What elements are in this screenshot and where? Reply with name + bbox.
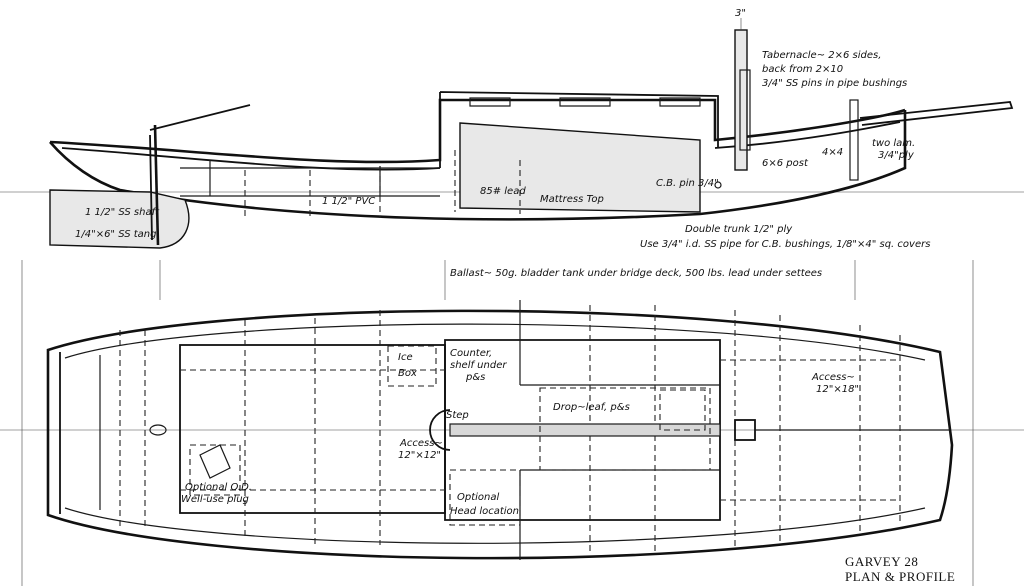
plan-well-plug bbox=[199, 444, 231, 479]
access-fwd-note-1: Access~ bbox=[811, 372, 855, 383]
profile-interior bbox=[180, 160, 440, 197]
pvc-note: 1 1/2" PVC bbox=[322, 196, 375, 207]
plan-step bbox=[429, 409, 451, 451]
profile-cabin-trunk bbox=[439, 91, 719, 168]
profile-mast bbox=[734, 29, 748, 171]
optional-od-note-1: Optional O.D. bbox=[185, 482, 252, 493]
plan-centerboard-trunk-outline bbox=[449, 423, 721, 437]
plan-cabin-trunk bbox=[444, 339, 721, 521]
optional-head-note-1: Optional bbox=[457, 492, 500, 503]
ss-shaft-note: 1 1/2" SS shaft bbox=[85, 207, 160, 218]
counter-note-1: Counter, bbox=[450, 348, 492, 359]
tabernacle-note-3: 3/4" SS pins in pipe bushings bbox=[762, 78, 907, 89]
optional-head-note-2: Head location bbox=[450, 506, 519, 517]
drop-leaf-note: Drop~leaf, p&s bbox=[553, 402, 630, 413]
mast-dim-label: 3" bbox=[735, 8, 746, 19]
bushings-note: Use 3/4" i.d. SS pipe for C.B. bushings,… bbox=[640, 239, 930, 250]
ballast-note: Ballast~ 50g. bladder tank under bridge … bbox=[450, 268, 822, 279]
post-note: 6×6 post bbox=[762, 158, 809, 169]
lead-note: 85# lead bbox=[480, 186, 526, 197]
plan-access-hatch-fwd bbox=[659, 389, 706, 431]
optional-od-note-2: Well-use plug bbox=[181, 494, 249, 505]
profile-hull-bottom bbox=[49, 110, 907, 221]
access-aft-note-1: Access~ bbox=[399, 438, 443, 449]
plan-drop-leaf bbox=[539, 387, 711, 471]
plan-ice-box bbox=[387, 345, 437, 387]
profile-centerboard-trunk bbox=[244, 150, 521, 218]
profile-4x4-post bbox=[849, 99, 859, 181]
plan-head bbox=[449, 469, 521, 526]
access-fwd-note-2: 12"×18" bbox=[816, 384, 859, 395]
profile-cb-pin bbox=[714, 181, 722, 189]
drawing-title-line2: PLAN & PROFILE bbox=[845, 569, 955, 584]
access-aft-note-2: 12"×12" bbox=[398, 450, 441, 461]
counter-note-2: shelf under bbox=[450, 360, 507, 371]
profile-tiller bbox=[149, 104, 251, 241]
profile-cabin-windows bbox=[469, 97, 701, 107]
ice-box-note-1: Ice bbox=[398, 352, 413, 363]
plan-rudder-head bbox=[149, 424, 167, 436]
profile-sheer bbox=[49, 98, 906, 164]
counter-note-3: p&s bbox=[465, 372, 485, 383]
cb-pin-note: C.B. pin 3/4" bbox=[656, 178, 719, 189]
plan-centerboard-trunk bbox=[450, 424, 720, 436]
profile-tabernacle bbox=[739, 69, 751, 151]
mattress-note: Mattress Top bbox=[540, 194, 604, 205]
double-trunk-note: Double trunk 1/2" ply bbox=[685, 224, 793, 235]
plan-hull-outline bbox=[46, 309, 954, 560]
profile-bowsprit bbox=[859, 101, 1014, 126]
plan-settee bbox=[180, 359, 900, 501]
four-by-four-note: 4×4 bbox=[822, 147, 843, 158]
plan-od-well bbox=[189, 444, 241, 496]
two-lam-note-1: two lam. bbox=[872, 138, 915, 149]
ice-box-note-2: Box bbox=[398, 368, 417, 379]
two-lam-note-2: 3/4"ply bbox=[878, 150, 915, 161]
step-note: Step bbox=[446, 410, 469, 421]
tabernacle-note-1: Tabernacle~ 2×6 sides, bbox=[762, 50, 881, 61]
profile-cabin-side bbox=[459, 122, 701, 213]
profile-rudder bbox=[49, 189, 190, 249]
profile-stern-post bbox=[153, 124, 160, 246]
tabernacle-note-2: back from 2×10 bbox=[762, 64, 843, 75]
profile-view: 3" Tabernacle~ 2×6 sides, back from 2×10… bbox=[0, 8, 1024, 250]
ss-tang-note: 1/4"×6" SS tang bbox=[75, 229, 156, 240]
plan-view: Ice Box Counter, shelf under p&s Step Dr… bbox=[0, 260, 1024, 586]
drawing-title-line1: GARVEY 28 bbox=[845, 554, 918, 569]
